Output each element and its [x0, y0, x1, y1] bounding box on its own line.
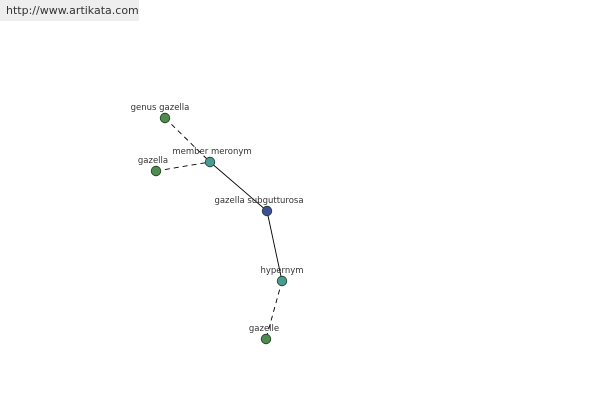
- graph-edges: [155, 117, 283, 340]
- node-label-gazella[interactable]: gazella: [138, 156, 168, 166]
- graph-nodes: genus gazella gazella member meronym gazell…: [131, 103, 304, 345]
- node-gazella[interactable]: gazella: [138, 156, 168, 177]
- node-marker-hypernym[interactable]: [276, 275, 288, 287]
- node-member-meronym[interactable]: member meronym: [172, 147, 252, 168]
- node-hypernym[interactable]: hypernym: [260, 266, 304, 287]
- node-label-gazelle[interactable]: gazelle: [249, 324, 279, 334]
- node-genus-gazella[interactable]: genus gazella: [131, 103, 190, 124]
- node-marker-gazelle[interactable]: [260, 333, 272, 345]
- node-label-hypernym[interactable]: hypernym: [260, 266, 303, 276]
- edge-member-meronym-to-gazella-subgutturosa: [209, 161, 268, 212]
- node-marker-member-meronym[interactable]: [204, 156, 216, 168]
- edge-gazella-subgutturosa-to-hypernym: [266, 210, 283, 282]
- node-label-member-meronym[interactable]: member meronym: [172, 147, 251, 157]
- node-marker-gazella[interactable]: [150, 165, 162, 177]
- edge-hypernym-to-gazelle: [265, 280, 283, 340]
- site-url[interactable]: http://www.artikata.com: [0, 0, 139, 21]
- node-gazella-subgutturosa[interactable]: gazella subgutturosa: [214, 196, 304, 217]
- edge-genus-gazella-to-member-meronym: [164, 117, 211, 163]
- node-label-genus-gazella[interactable]: genus gazella: [131, 103, 190, 113]
- node-gazelle[interactable]: gazelle: [249, 324, 279, 345]
- node-marker-gazella-subgutturosa[interactable]: [261, 205, 273, 217]
- node-label-gazella-subgutturosa[interactable]: gazella subgutturosa: [214, 196, 303, 206]
- edge-gazella-to-member-meronym: [155, 161, 211, 172]
- node-marker-genus-gazella[interactable]: [159, 112, 171, 124]
